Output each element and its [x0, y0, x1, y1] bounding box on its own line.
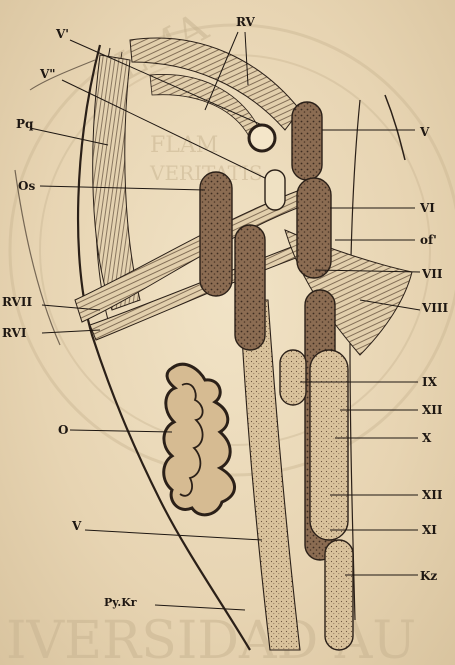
v-prime-ring	[249, 125, 275, 151]
label-ix: IX	[422, 375, 438, 389]
label-xii-b: XII	[422, 488, 443, 502]
label-rvii: RVII	[2, 295, 32, 309]
nucleus-ix	[280, 350, 306, 405]
label-xi: XI	[422, 523, 437, 537]
label-xii-a: XII	[422, 403, 443, 417]
label-v-lower: V	[71, 519, 82, 533]
label-viii: VIII	[421, 301, 449, 315]
label-v-prime: V'	[55, 27, 69, 41]
label-vii: VII	[421, 267, 443, 281]
inferior-olive	[164, 364, 235, 515]
nucleus-small	[265, 170, 285, 210]
nucleus-os	[200, 172, 232, 296]
label-x: X	[422, 431, 432, 445]
nucleus-v	[292, 102, 322, 180]
label-py-kr: Py.Kr	[104, 596, 137, 609]
midline-boundary	[350, 100, 360, 620]
nucleus-vii	[235, 225, 265, 350]
label-vi: VI	[419, 201, 435, 215]
label-kz: Kz	[420, 569, 437, 583]
nucleus-x	[310, 350, 348, 540]
label-os: Os	[18, 179, 35, 193]
label-rv: RV	[236, 15, 256, 29]
nucleus-vi	[297, 178, 331, 278]
watermark-seal-top: FLAM	[150, 133, 218, 158]
label-pq: Pq	[16, 117, 34, 131]
label-v-right: V	[419, 125, 430, 139]
label-of: of'	[420, 233, 437, 247]
label-v-double-prime: V"	[39, 67, 56, 81]
label-rvi: RVI	[2, 326, 27, 340]
nucleus-kz	[325, 540, 353, 650]
label-o: O	[58, 423, 68, 437]
